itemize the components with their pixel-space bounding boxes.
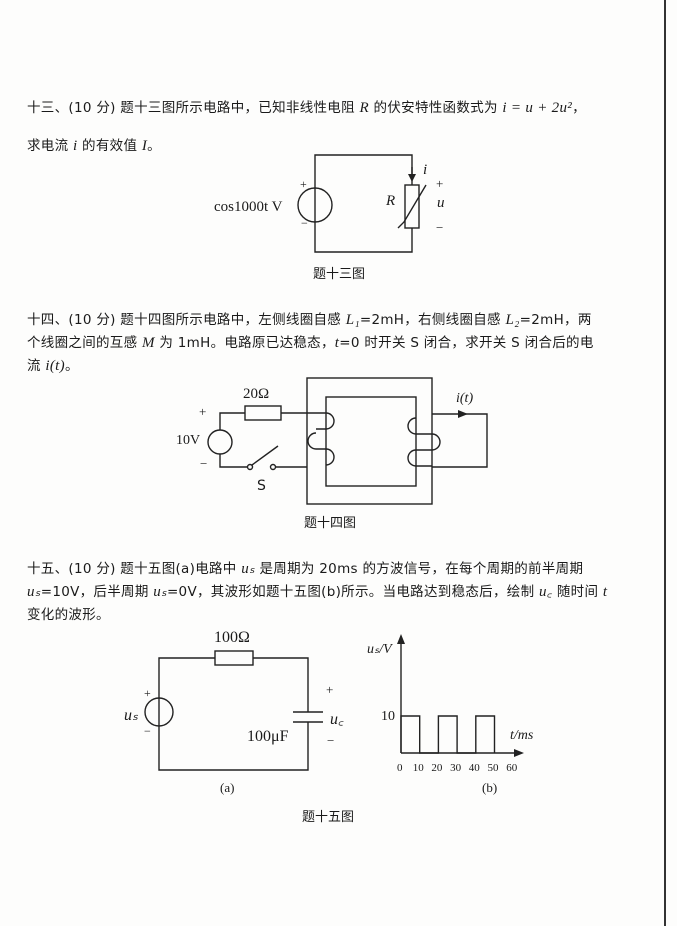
x-tick-label: 40 bbox=[468, 762, 480, 774]
x-tick-label: 30 bbox=[450, 762, 462, 774]
switch-contact bbox=[246, 463, 254, 471]
math: uₛ bbox=[153, 584, 167, 600]
text: 十四、(10 分) 题十四图所示电路中，左侧线圈自感 bbox=[27, 312, 346, 328]
q13-line1: 十三、(10 分) 题十三图所示电路中，已知非线性电阻 R 的伏安特性函数式为 … bbox=[27, 96, 586, 117]
text: 变化的波形。 bbox=[27, 607, 110, 623]
switch-label: S bbox=[257, 478, 266, 494]
math: R bbox=[359, 100, 369, 116]
fig14-circuit bbox=[207, 377, 488, 505]
text: 的有效值 bbox=[77, 138, 142, 154]
text: 个线圈之间的互感 bbox=[27, 335, 142, 351]
core-outer bbox=[306, 377, 433, 505]
current-label: i(t) bbox=[456, 391, 474, 406]
q14-line1: 十四、(10 分) 题十四图所示电路中，左侧线圈自感 L₁=2mH，右侧线圈自感… bbox=[27, 308, 592, 329]
fig15-caption: 题十五图 bbox=[302, 810, 355, 825]
resistor-label: 100Ω bbox=[214, 629, 250, 646]
text: ， bbox=[572, 100, 586, 116]
text: 流 bbox=[27, 358, 46, 374]
source-label: uₛ bbox=[124, 707, 138, 724]
source-label: 10V bbox=[176, 433, 201, 448]
resistor-label: 20Ω bbox=[243, 386, 270, 402]
core-inner bbox=[325, 396, 417, 487]
nonlinear-resistor-icon bbox=[404, 184, 420, 229]
x-tick-label: 0 bbox=[397, 762, 403, 774]
text: 是周期为 20ms 的方波信号，在每个周期的前半周期 bbox=[254, 561, 584, 577]
q15-line1: 十五、(10 分) 题十五图(a)电路中 uₛ 是周期为 20ms 的方波信号，… bbox=[27, 557, 583, 578]
switch-icon bbox=[251, 445, 279, 466]
text: 十五、(10 分) 题十五图(a)电路中 bbox=[27, 561, 242, 577]
fig13-circuit bbox=[297, 154, 427, 253]
math: I bbox=[141, 138, 148, 154]
q14-line3: 流 i(t)。 bbox=[27, 354, 79, 375]
arrow-icon bbox=[408, 174, 416, 182]
text: =2mH，右侧线圈自感 bbox=[359, 312, 506, 328]
text: =2mH，两 bbox=[519, 312, 592, 328]
math: uₛ bbox=[27, 584, 41, 600]
minus-label: − bbox=[144, 724, 151, 738]
text: =0 时开关 S 闭合，求开关 S 闭合后的电 bbox=[339, 335, 594, 351]
right-coil-icon bbox=[407, 417, 441, 467]
x-tick-label: 50 bbox=[487, 762, 499, 774]
plus-label: + bbox=[300, 177, 307, 191]
q13-line2: 求电流 i 的有效值 I。 bbox=[27, 134, 161, 155]
math: L₁ bbox=[345, 312, 360, 328]
arrow-icon bbox=[458, 410, 468, 418]
formula: i = u + 2u² bbox=[502, 100, 573, 116]
fig15b-label: (b) bbox=[482, 780, 498, 795]
x-axis-label: t/ms bbox=[510, 728, 534, 743]
q15-line3: 变化的波形。 bbox=[27, 603, 110, 623]
left-coil-icon bbox=[307, 412, 335, 466]
fig14-caption: 题十四图 bbox=[304, 516, 357, 531]
text: =10V，后半周期 bbox=[40, 584, 154, 600]
math: t bbox=[334, 335, 340, 351]
voltage-label: u bbox=[437, 195, 445, 211]
resistor-label: R bbox=[386, 193, 396, 209]
fig15a-circuit bbox=[144, 650, 323, 771]
plus-label: + bbox=[326, 682, 334, 697]
math: M bbox=[142, 335, 155, 351]
x-tick-label: 10 bbox=[412, 762, 424, 774]
plus-label: + bbox=[144, 686, 151, 700]
capacitor-voltage-label: u꜀ bbox=[330, 711, 344, 728]
fig15a-label: (a) bbox=[220, 780, 235, 795]
y-axis-label: uₛ/V bbox=[367, 642, 392, 657]
text: 十三、(10 分) 题十三图所示电路中，已知非线性电阻 bbox=[27, 100, 360, 116]
minus-label: − bbox=[327, 733, 335, 748]
text: 的伏安特性函数式为 bbox=[368, 100, 503, 116]
plus-label: + bbox=[199, 404, 207, 419]
voltage-source-icon bbox=[207, 429, 233, 455]
text: 。 bbox=[64, 358, 79, 374]
page-border bbox=[664, 0, 666, 926]
resistor-icon bbox=[244, 405, 282, 421]
x-tick-label: 20 bbox=[431, 762, 443, 774]
fig13-source-label: cos1000t V bbox=[214, 199, 283, 215]
minus-label: − bbox=[301, 216, 308, 230]
fig13-wire bbox=[314, 154, 413, 253]
fig13-caption: 题十三图 bbox=[313, 267, 366, 282]
text: =0V，其波形如题十五图(b)所示。当电路达到稳态后，绘制 bbox=[166, 584, 539, 600]
capacitor-label: 100μF bbox=[247, 728, 289, 745]
plus-label: + bbox=[436, 176, 444, 191]
minus-label: − bbox=[436, 220, 444, 235]
square-wave-line bbox=[400, 715, 496, 754]
current-label: i bbox=[423, 162, 428, 178]
text: 求电流 bbox=[27, 138, 73, 154]
math: uₛ bbox=[241, 561, 255, 577]
math: u꜀ bbox=[538, 584, 553, 600]
x-tick-label: 60 bbox=[506, 762, 518, 774]
text: 为 1mH。电路原已达稳态， bbox=[154, 335, 335, 351]
resistor-icon bbox=[214, 650, 254, 666]
math: t bbox=[602, 584, 608, 600]
y-tick-label: 10 bbox=[381, 709, 395, 724]
minus-label: − bbox=[200, 456, 208, 471]
math: i(t) bbox=[45, 358, 65, 374]
fig15b-waveform-chart bbox=[397, 634, 524, 757]
text: 随时间 bbox=[552, 584, 603, 600]
q15-line2: uₛ=10V，后半周期 uₛ=0V，其波形如题十五图(b)所示。当电路达到稳态后… bbox=[27, 580, 607, 601]
q14-line2: 个线圈之间的互感 M 为 1mH。电路原已达稳态，t=0 时开关 S 闭合，求开… bbox=[27, 331, 594, 352]
text: 。 bbox=[147, 138, 161, 154]
math: i bbox=[73, 138, 78, 154]
math: L₂ bbox=[505, 312, 520, 328]
